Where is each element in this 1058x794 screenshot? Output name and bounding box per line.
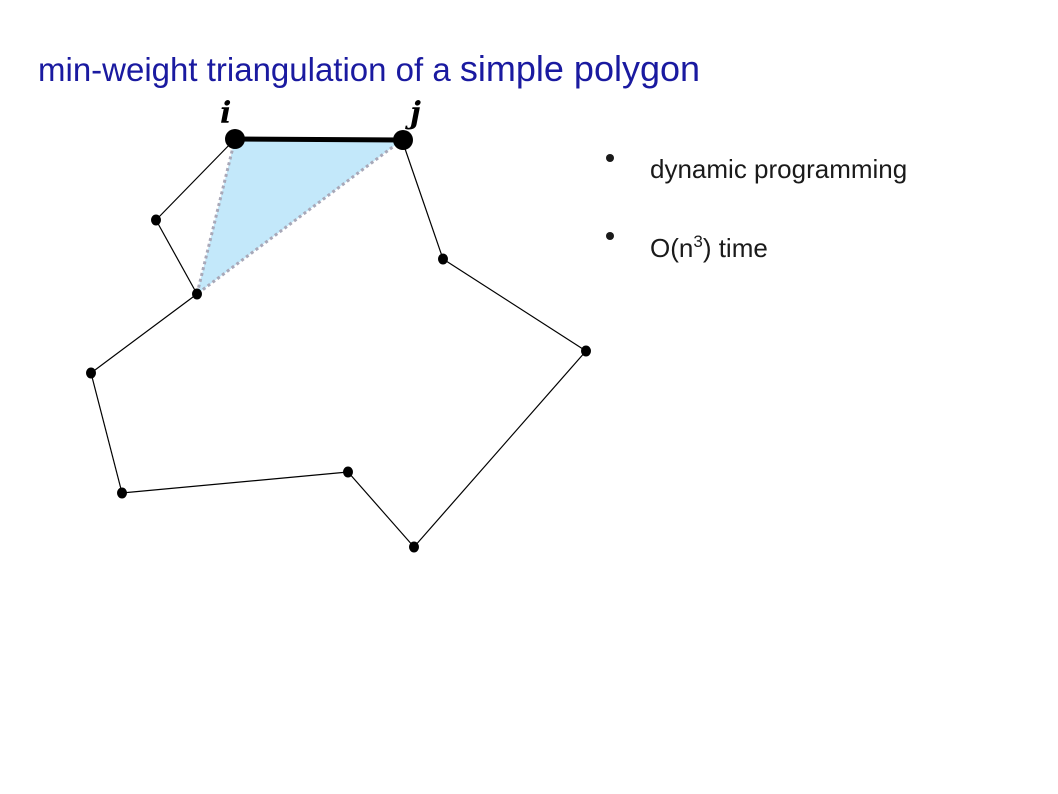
polygon-vertices [86,129,591,553]
bullet-text: dynamic programming [650,154,908,184]
bullet-text: O(n3) time [650,232,768,264]
polygon-edge [90,293,198,374]
polygon-edge [155,138,236,221]
vertex-i [225,129,245,149]
complexity-prefix: O(n [650,233,694,263]
vertex [438,253,448,265]
complexity-suffix: ) time [702,233,768,263]
title-text: min-weight triangulation of a [38,51,451,88]
vertex [581,345,591,357]
vertex-j [393,130,413,150]
edge-i-j [234,136,403,143]
vertex [343,466,353,478]
polygon-edge [121,471,349,494]
polygon-edge [155,219,198,295]
diagonal-j [196,138,403,296]
diagonal-i [195,138,237,295]
bullet-icon [606,232,614,240]
polygon-edge [347,471,415,548]
title-emphasis: simple polygon [459,48,701,89]
polygon-edges [90,138,587,548]
polygon-edge [401,139,444,260]
vertex [117,487,127,499]
label-i: i [220,96,231,131]
vertex [86,367,96,379]
bullet-icon [606,154,614,162]
page-title: min-weight triangulation of a simple pol… [38,48,700,90]
complexity-exponent: 3 [693,232,703,251]
polygon-edge [90,372,123,494]
label-j: j [405,96,421,131]
polygon-edge [413,350,587,548]
vertex [151,214,161,226]
vertex [192,288,202,300]
polygon-edge [442,258,587,352]
vertex [409,541,419,553]
